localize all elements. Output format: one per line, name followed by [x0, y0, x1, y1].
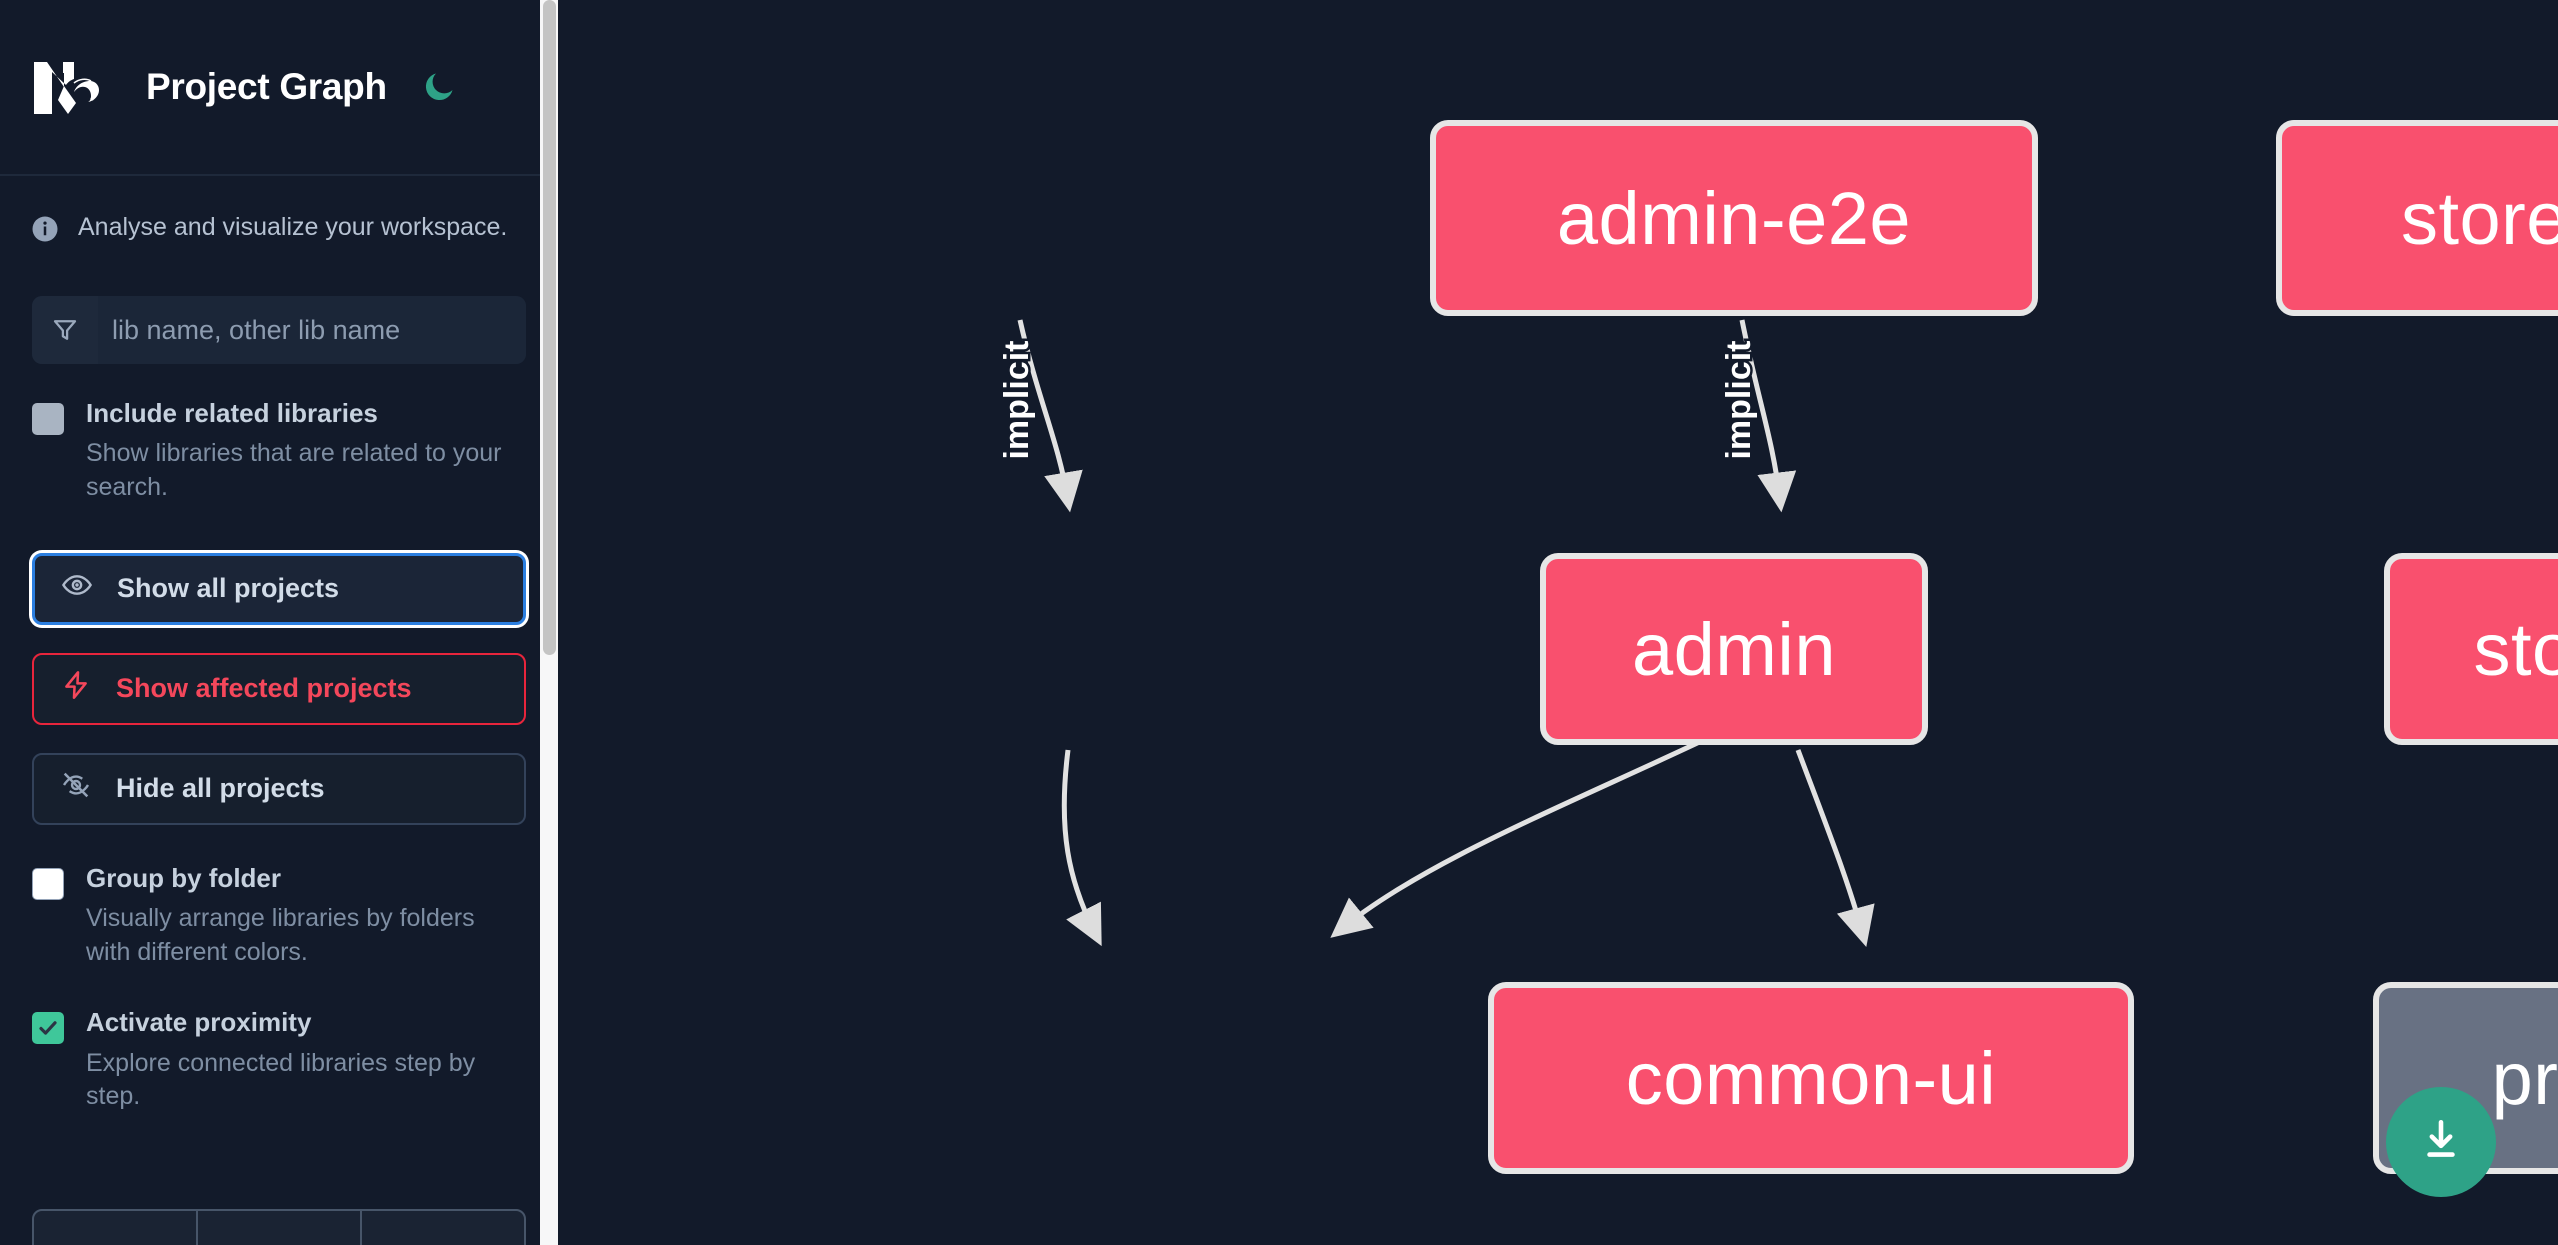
edge-admin-e2e-to-admin [1017, 319, 1083, 513]
sidebar: Project Graph Analyse and visualize your… [0, 0, 558, 1245]
node-label: common-ui [1625, 1036, 1997, 1120]
checkbox-label: Activate proximity [86, 1007, 312, 1038]
checkbox-include-related-libraries[interactable]: Include related libraries Show libraries… [0, 364, 558, 505]
graph-node-store-e2e[interactable]: store-e2e [2276, 120, 2558, 316]
graph-canvas[interactable]: implicit implicit admin-e2e store-e2e ad… [558, 0, 2558, 1245]
sidebar-scrollbar[interactable] [540, 0, 558, 1245]
sidebar-scrollbar-thumb[interactable] [543, 0, 556, 655]
eye-off-icon [60, 769, 92, 808]
checkbox-box-unchecked-icon[interactable] [32, 867, 64, 900]
hide-all-projects-label: Hide all projects [116, 773, 325, 804]
lightning-bolt-icon [60, 669, 92, 708]
node-label: products [2491, 1036, 2558, 1120]
checkbox-label: Group by folder [86, 862, 281, 893]
edge-label-implicit-store: implicit [1720, 340, 1758, 459]
segment-3[interactable] [362, 1211, 524, 1245]
show-all-projects-label: Show all projects [117, 573, 340, 604]
node-label: store-e2e [2400, 176, 2558, 260]
graph-node-store[interactable]: store [2384, 553, 2558, 745]
nx-logo-icon [30, 56, 114, 118]
edge-store-e2e-to-store [1739, 319, 1797, 513]
download-graph-button[interactable] [2386, 1087, 2496, 1197]
checkbox-description: Show libraries that are related to your … [86, 439, 502, 501]
checkbox-description: Visually arrange libraries by folders wi… [86, 903, 475, 966]
checkbox-label: Include related libraries [86, 398, 378, 428]
edge-admin-to-common-ui [1061, 749, 1102, 947]
checkbox-box-unchecked-icon[interactable] [32, 403, 64, 435]
segment-2[interactable] [198, 1211, 362, 1245]
checkbox-box-checked-icon[interactable] [32, 1012, 64, 1045]
graph-node-admin[interactable]: admin [1540, 553, 1928, 745]
show-affected-projects-label: Show affected projects [116, 673, 412, 704]
search-bar[interactable] [32, 296, 526, 364]
checkbox-activate-proximity[interactable]: Activate proximity Explore connected lib… [0, 969, 558, 1114]
download-icon [2416, 1115, 2466, 1170]
show-affected-projects-button[interactable]: Show affected projects [32, 652, 526, 725]
eye-icon [61, 569, 93, 608]
segmented-control[interactable] [32, 1209, 526, 1245]
sidebar-note: Analyse and visualize your workspace. [0, 176, 558, 249]
hide-all-projects-button[interactable]: Hide all projects [32, 752, 526, 825]
sidebar-scroll-region[interactable]: Project Graph Analyse and visualize your… [0, 0, 558, 1245]
search-input[interactable] [98, 296, 526, 364]
sidebar-note-text: Analyse and visualize your workspace. [78, 213, 508, 241]
show-all-projects-button[interactable]: Show all projects [32, 552, 526, 625]
checkbox-description: Explore connected libraries step by step… [86, 1048, 476, 1111]
filter-icon [32, 296, 98, 364]
sidebar-header: Project Graph [0, 0, 558, 176]
info-icon [30, 214, 60, 249]
page-title: Project Graph [146, 66, 387, 107]
graph-edges: implicit implicit [996, 319, 1875, 948]
checkbox-group-by-folder[interactable]: Group by folder Visually arrange librari… [0, 825, 558, 970]
segment-1[interactable] [34, 1211, 198, 1245]
node-label: admin [1631, 607, 1837, 691]
node-label: store [2473, 607, 2558, 691]
node-label: admin-e2e [1556, 176, 1912, 260]
moon-icon[interactable] [417, 65, 461, 109]
graph-node-admin-e2e[interactable]: admin-e2e [1430, 120, 2038, 316]
project-visibility-buttons: Show all projects Show affected projects [0, 505, 558, 825]
edge-label-implicit-admin: implicit [998, 340, 1036, 459]
graph-node-common-ui[interactable]: common-ui [1488, 982, 2134, 1174]
edge-store-to-products [1795, 749, 1875, 948]
